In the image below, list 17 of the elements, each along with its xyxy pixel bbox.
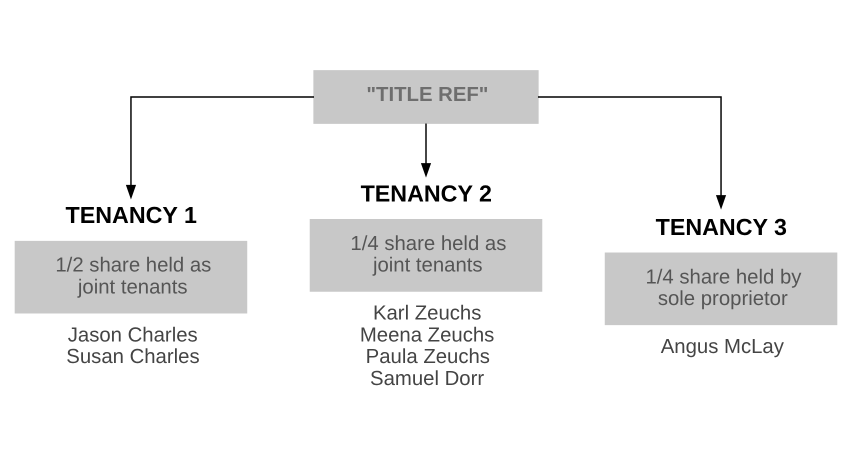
node-label: TENANCY 2 (360, 180, 492, 206)
node-box: 1/4 share held by sole proprietor (604, 252, 838, 326)
node-label: Samuel Dorr (370, 368, 484, 390)
node-box: "TITLE REF" (313, 70, 539, 124)
node-box: 1/4 share held as joint tenants (310, 219, 542, 292)
arrow (420, 124, 432, 178)
node-label: Jason Charles (68, 324, 198, 346)
node-label: Susan Charles (66, 346, 200, 368)
node-box: 1/2 share held as joint tenants (14, 240, 248, 314)
node-label: TENANCY 1 (66, 202, 197, 228)
node-label: Karl Zeuchs (372, 302, 482, 325)
node-label: TENANCY 3 (656, 214, 787, 240)
arrow (126, 96, 314, 200)
node-label: Meena Zeuchs (360, 324, 494, 346)
arrow (538, 96, 726, 210)
node-label: Angus McLay (660, 336, 784, 358)
node-label: Paula Zeuchs (366, 346, 490, 368)
